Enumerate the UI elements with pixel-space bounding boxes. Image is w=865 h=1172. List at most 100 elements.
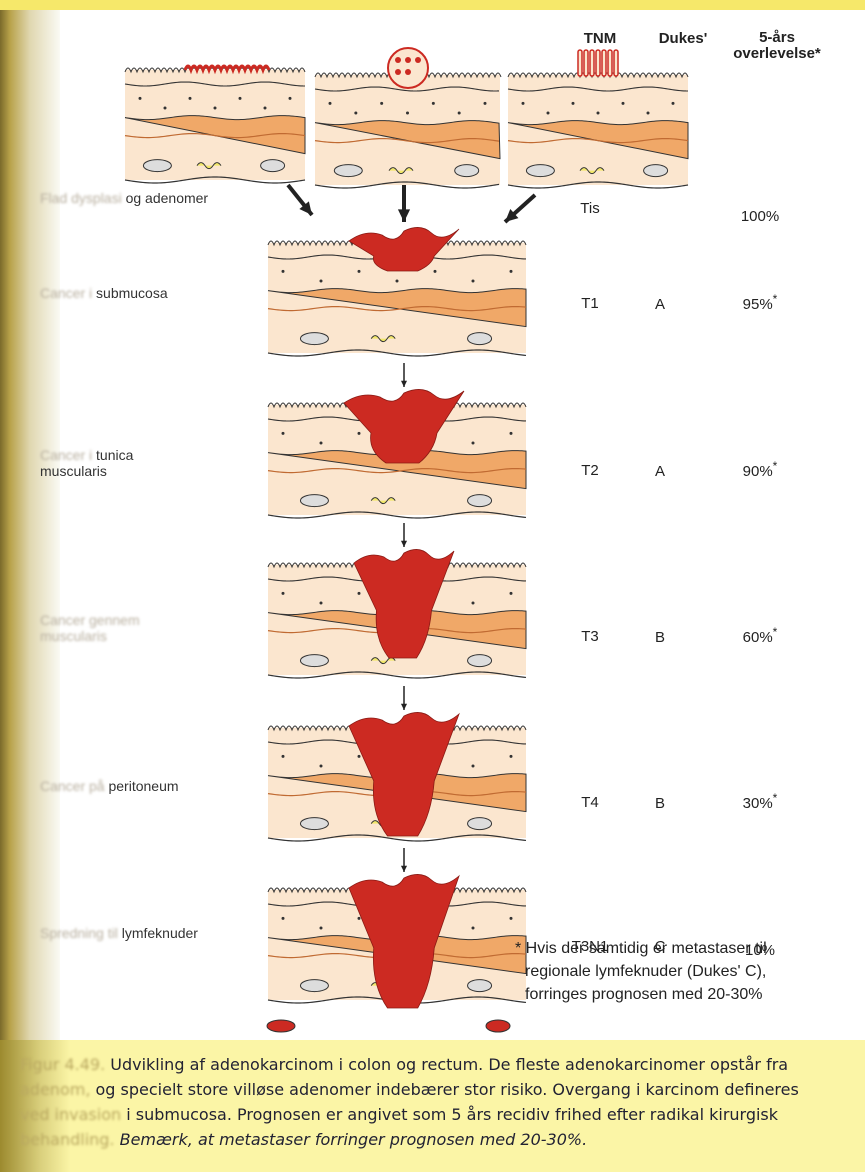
villous-adenoma-frond	[590, 50, 594, 76]
dukes-value: A	[630, 296, 690, 313]
figure-caption: Figur 4.49. Udvikling af adenokarcinom i…	[20, 1052, 855, 1152]
tissue-dot	[510, 432, 513, 435]
tissue-dot	[472, 602, 475, 605]
tissue-dot	[472, 765, 475, 768]
survival-value: 90%*	[720, 463, 800, 480]
footnote: * Hvis der samtidig er metastaser til re…	[515, 937, 835, 1006]
tissue-dot	[358, 432, 361, 435]
vessel-ellipse	[143, 160, 171, 172]
tissue-dot	[472, 280, 475, 283]
vessel-ellipse	[300, 980, 328, 992]
tissue-dot	[472, 442, 475, 445]
lymph-node-metastasis	[486, 1020, 510, 1032]
tissue-dot	[472, 927, 475, 930]
tissue-dot	[282, 270, 285, 273]
tissue-dot	[522, 102, 525, 105]
villous-adenoma-frond	[602, 50, 606, 76]
polyp-cell	[395, 57, 401, 63]
polyp-cell	[395, 69, 401, 75]
dysplasia-villi	[185, 66, 269, 70]
vessel-ellipse	[468, 333, 492, 345]
villous-adenoma-frond	[578, 50, 582, 76]
tissue-dot	[358, 917, 361, 920]
arrow-head	[398, 209, 410, 222]
tissue-dot	[264, 107, 267, 110]
figure-number: Figur 4.49.	[20, 1055, 105, 1074]
footnote-line: forringes prognosen med 20-30%	[515, 983, 835, 1006]
tissue-dot	[164, 107, 167, 110]
tnm-value: Tis	[555, 200, 625, 217]
vessel-ellipse	[300, 655, 328, 667]
tissue-dot	[239, 97, 242, 100]
dukes-value: A	[630, 463, 690, 480]
tissue-dot	[282, 755, 285, 758]
tissue-dot	[282, 917, 285, 920]
tissue-dot	[647, 112, 650, 115]
polyp-cell	[405, 57, 411, 63]
tissue-dot	[214, 107, 217, 110]
vessel-ellipse	[468, 495, 492, 507]
vessel-ellipse	[526, 165, 554, 177]
tissue-dot	[484, 102, 487, 105]
tissue-dot	[358, 592, 361, 595]
lymph-node-metastasis	[267, 1020, 295, 1032]
footnote-line: * Hvis der samtidig er metastaser til	[515, 937, 835, 960]
stage-label-peritoneum: Cancer på peritoneum	[40, 778, 270, 794]
villous-adenoma-frond	[614, 50, 618, 76]
tissue-dot	[547, 112, 550, 115]
tissue-dot	[320, 927, 323, 930]
tissue-dot	[396, 280, 399, 283]
tissue-dot	[354, 112, 357, 115]
stage-label-submucosa: Cancer i submucosa	[40, 285, 270, 301]
vessel-ellipse	[644, 165, 668, 177]
tissue-dot	[282, 592, 285, 595]
tissue-dot	[622, 102, 625, 105]
survival-value: 30%*	[720, 795, 800, 812]
tnm-value: T3	[555, 628, 625, 645]
vessel-ellipse	[468, 980, 492, 992]
tissue-dot	[139, 97, 142, 100]
villous-adenoma-frond	[584, 50, 588, 76]
tissue-dot	[358, 755, 361, 758]
vessel-ellipse	[261, 160, 285, 172]
vessel-ellipse	[300, 495, 328, 507]
arrow-head	[401, 866, 407, 872]
vessel-ellipse	[300, 333, 328, 345]
vessel-ellipse	[468, 818, 492, 830]
tissue-dot	[289, 97, 292, 100]
stage-label-lymph-nodes: Spredning til lymfeknuder	[40, 925, 270, 941]
arrow-head	[401, 704, 407, 710]
tissue-dot	[320, 765, 323, 768]
tissue-dot	[380, 102, 383, 105]
tissue-dot	[434, 270, 437, 273]
tissue-dot	[320, 602, 323, 605]
survival-value: 60%*	[720, 629, 800, 646]
tissue-dot	[510, 592, 513, 595]
tnm-value: T2	[555, 462, 625, 479]
tnm-value: T1	[555, 295, 625, 312]
tissue-dot	[320, 280, 323, 283]
stage-label-dysplasia: Flad dysplasi og adenomer	[40, 190, 270, 206]
dukes-value: B	[630, 629, 690, 646]
polyp-cell	[415, 57, 421, 63]
villous-adenoma-frond	[596, 50, 600, 76]
vessel-ellipse	[300, 818, 328, 830]
polyp-adenoma	[388, 48, 428, 88]
tissue-dot	[320, 442, 323, 445]
polyp-cell	[405, 69, 411, 75]
tissue-dot	[572, 102, 575, 105]
tissue-dot	[406, 112, 409, 115]
tissue-dot	[597, 112, 600, 115]
tissue-dot	[510, 917, 513, 920]
vessel-ellipse	[334, 165, 362, 177]
footnote-line: regionale lymfeknuder (Dukes' C),	[515, 960, 835, 983]
tissue-dot	[432, 102, 435, 105]
villous-adenoma-frond	[608, 50, 612, 76]
tnm-value: T4	[555, 794, 625, 811]
survival-value: 95%*	[720, 296, 800, 313]
vessel-ellipse	[455, 165, 479, 177]
stage-label-through-muscularis: Cancer gennem muscularis	[40, 612, 150, 644]
vessel-ellipse	[468, 655, 492, 667]
tissue-dot	[510, 755, 513, 758]
tissue-dot	[458, 112, 461, 115]
